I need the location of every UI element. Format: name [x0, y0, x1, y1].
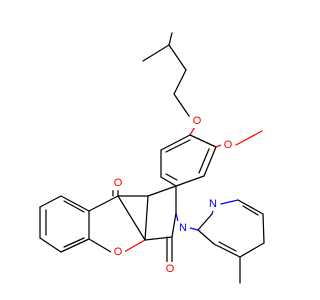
- bond: [175, 175, 205, 187]
- bond: [197, 213, 213, 231]
- bond: [173, 69, 187, 95]
- atom-label-background: [163, 262, 177, 276]
- bond-nitrogen: [220, 199, 239, 205]
- ring-oxygen-label: O: [114, 246, 123, 258]
- bond: [165, 139, 191, 153]
- ether-oxygen-label: O: [193, 115, 202, 127]
- bond: [63, 237, 85, 248]
- bond: [147, 185, 177, 197]
- bond: [168, 32, 173, 46]
- bond: [189, 134, 217, 148]
- bond: [203, 146, 217, 177]
- atom-label-background: [206, 197, 220, 211]
- bond: [144, 195, 149, 241]
- methoxy-oxygen-label: O: [224, 139, 233, 151]
- bond: [242, 205, 259, 216]
- bond: [239, 242, 265, 258]
- bond-oxygen: [123, 239, 146, 253]
- atom-label-background: [221, 138, 235, 152]
- bond: [218, 241, 237, 252]
- atom-label-background: [176, 221, 190, 235]
- bond-oxygen: [215, 144, 222, 148]
- carbonyl-oxygen-bottom-label: O: [166, 263, 175, 275]
- bond: [88, 238, 112, 253]
- bond: [117, 195, 146, 241]
- bond: [142, 44, 170, 62]
- bond: [144, 236, 173, 241]
- bond-nitrogen: [211, 210, 214, 215]
- atom-label-background: [111, 245, 125, 259]
- bond: [60, 195, 90, 212]
- carbonyl-oxygen-top-label: O: [114, 177, 123, 189]
- atom-labels: O O O O O N N: [111, 114, 235, 276]
- bond-oxygen: [235, 130, 263, 146]
- bond: [60, 238, 90, 253]
- bond: [160, 134, 191, 151]
- pyrrole-nitrogen-label: N: [179, 222, 187, 234]
- bond: [39, 237, 62, 253]
- bond: [165, 173, 178, 181]
- bond-lines: [39, 32, 265, 284]
- atom-label-background: [111, 176, 125, 190]
- bond: [173, 93, 190, 117]
- bond: [171, 212, 177, 238]
- chemical-structure-diagram: O O O O O N N: [39, 32, 265, 284]
- bond: [213, 243, 241, 258]
- bond: [198, 148, 210, 174]
- pyridine-nitrogen-label: N: [209, 198, 217, 210]
- atom-label-background: [190, 114, 204, 128]
- bond: [197, 229, 215, 245]
- bond: [39, 195, 62, 208]
- bond: [237, 199, 264, 215]
- bond: [262, 213, 265, 244]
- bond: [168, 44, 187, 71]
- bond: [160, 176, 177, 187]
- bond: [63, 200, 85, 213]
- bond: [88, 195, 119, 212]
